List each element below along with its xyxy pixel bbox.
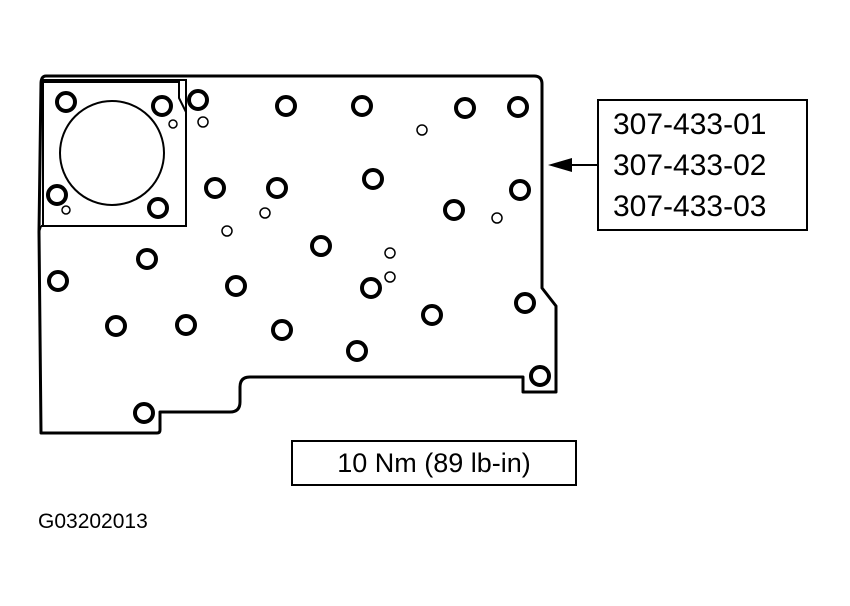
bolt-hole <box>509 179 531 201</box>
bolt-hole <box>351 95 373 117</box>
bolt-hole <box>507 96 529 118</box>
bolt-hole <box>421 304 443 326</box>
bolt-hole <box>271 319 293 341</box>
small-hole <box>259 207 271 219</box>
arrow-left-icon <box>548 158 597 172</box>
small-hole <box>384 247 396 259</box>
figure-id: G03202013 <box>38 510 148 533</box>
subplate-frame <box>42 79 187 227</box>
part-number: 307-433-03 <box>613 189 767 223</box>
bolt-hole <box>529 365 551 387</box>
plate-outline <box>37 74 558 435</box>
bolt-hole <box>275 95 297 117</box>
bolt-hole <box>443 199 465 221</box>
bolt-hole <box>46 184 68 206</box>
small-holes <box>61 116 503 283</box>
bolt-hole <box>454 97 476 119</box>
small-hole <box>384 271 396 283</box>
bolt-holes <box>46 89 551 424</box>
part-number-callout: 307-433-01 307-433-02 307-433-03 <box>597 99 808 231</box>
small-hole <box>61 205 71 215</box>
bolt-hole <box>187 89 209 111</box>
bolt-hole <box>151 95 173 117</box>
small-hole <box>416 124 428 136</box>
small-hole <box>221 225 233 237</box>
torque-spec-label: 10 Nm (89 lb-in) <box>291 440 577 486</box>
bolt-hole <box>175 314 197 336</box>
bolt-hole <box>204 177 226 199</box>
bolt-hole <box>55 91 77 113</box>
bolt-hole <box>346 340 368 362</box>
bolt-hole <box>105 315 127 337</box>
bolt-hole <box>147 197 169 219</box>
bolt-hole <box>360 277 382 299</box>
bolt-hole <box>133 402 155 424</box>
bolt-hole <box>514 292 536 314</box>
bolt-hole <box>225 275 247 297</box>
bolt-hole <box>136 248 158 270</box>
plate-edge-lower <box>38 225 42 233</box>
filter-bore-circle <box>59 100 165 206</box>
bolt-hole <box>266 177 288 199</box>
part-number: 307-433-02 <box>613 148 767 182</box>
bolt-hole <box>47 270 69 292</box>
small-hole <box>491 212 503 224</box>
bolt-hole <box>362 168 384 190</box>
small-hole <box>168 119 178 129</box>
small-hole <box>197 116 209 128</box>
part-number: 307-433-01 <box>613 107 767 141</box>
bolt-hole <box>310 235 332 257</box>
